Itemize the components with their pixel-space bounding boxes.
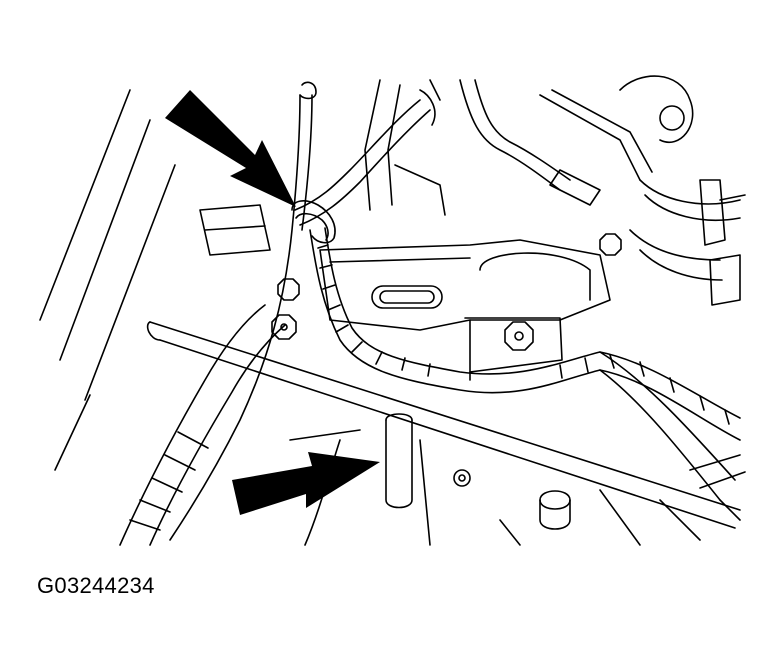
arrow-lower-left	[232, 452, 380, 515]
left-frame-lines	[39, 89, 176, 471]
mount-bracket	[319, 239, 611, 381]
upper-right-components	[459, 75, 746, 306]
bolts	[271, 233, 622, 487]
callout-arrows	[165, 90, 380, 515]
vertical-rod	[169, 81, 317, 541]
crossbar	[146, 321, 741, 529]
harness-clip	[291, 200, 336, 244]
arrow-upper-left	[165, 90, 296, 207]
lower-post	[289, 413, 431, 546]
wiring-harness	[294, 99, 746, 501]
figure-caption: G03244234	[37, 573, 155, 598]
lower-left-hose	[119, 304, 286, 546]
lower-right-dowel	[499, 489, 741, 546]
upper-middle-detail	[199, 79, 446, 256]
